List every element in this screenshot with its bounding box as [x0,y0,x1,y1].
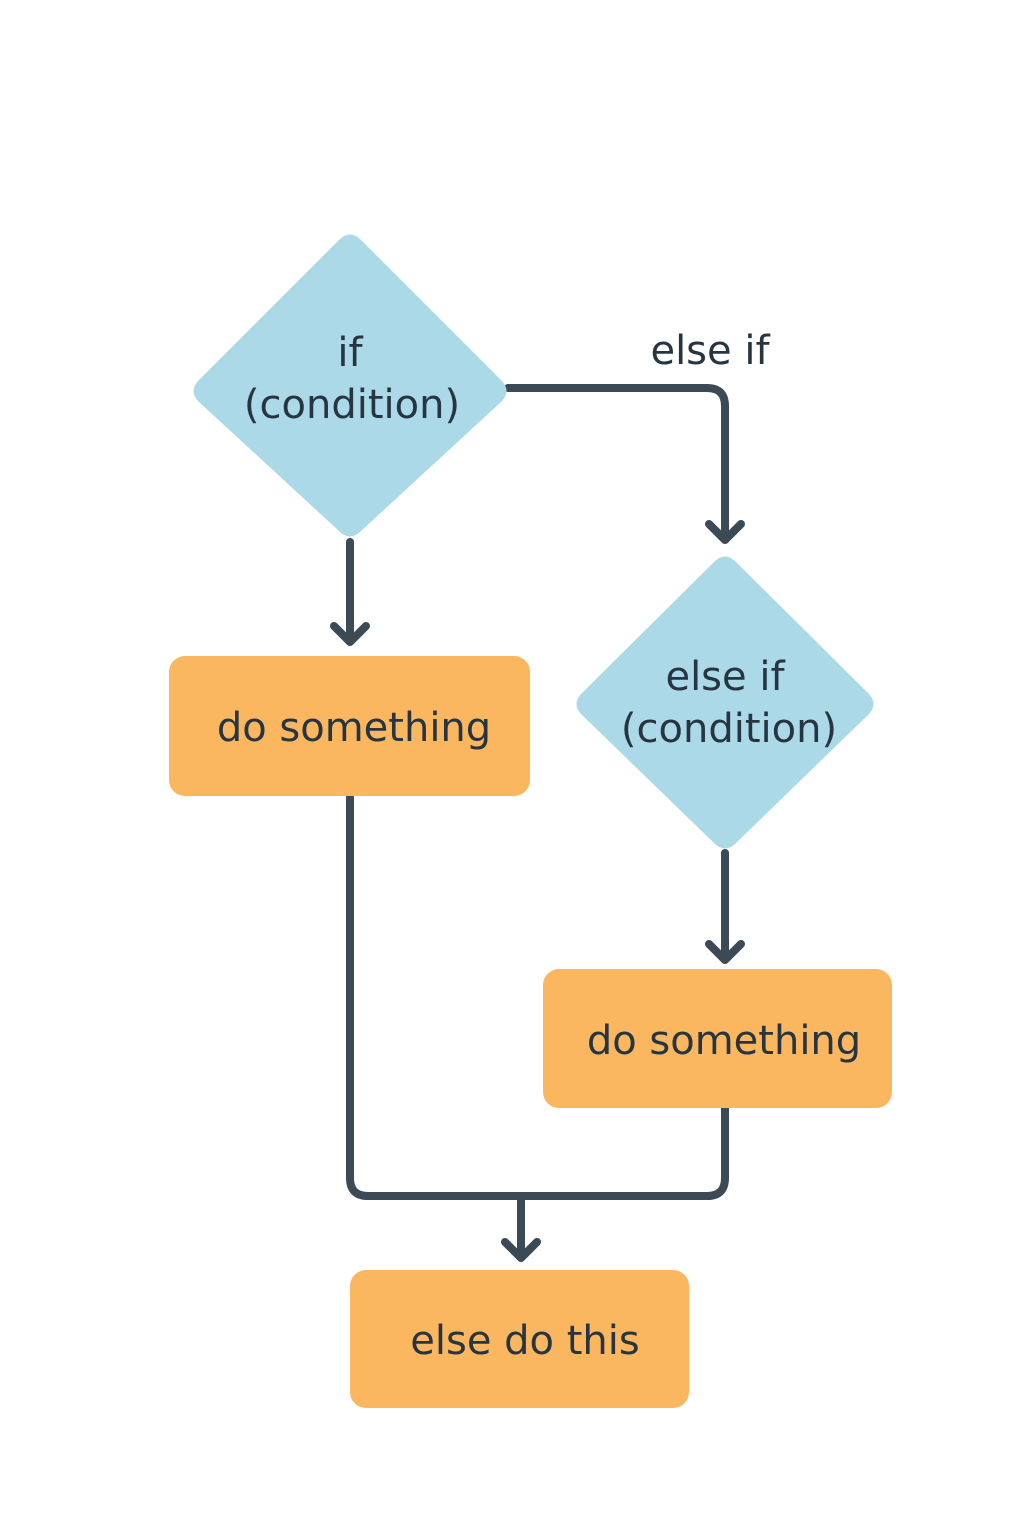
decision-if-shape [193,234,507,537]
decision-else-if-line2: (condition) [621,706,837,752]
decision-else-if: else if (condition) [576,556,874,849]
action-2-label: do something [587,1018,861,1064]
arrowhead-action-2 [705,940,745,964]
action-else-do-this: else do this [350,1270,689,1408]
connectors [330,384,745,1262]
action-do-something-2: do something [543,969,892,1108]
edge-label-else-if: else if [650,328,770,374]
arrowhead-else-if [705,520,745,544]
decision-if-line2: (condition) [244,382,460,428]
arrowhead-else-do-this [501,1238,541,1262]
decision-else-if-shape [576,556,874,849]
action-1-box [169,656,530,796]
decision-else-if-line1: else if [665,654,785,700]
else-do-this-label: else do this [410,1318,639,1364]
arrowhead-action-1 [330,622,370,646]
action-do-something-1: do something [169,656,530,796]
connector-if-to-else-if [504,384,729,542]
decision-if: if (condition) [193,234,507,537]
decision-if-line1: if [337,330,363,376]
else-do-this-box [350,1270,689,1408]
action-2-box [543,969,892,1108]
action-1-label: do something [217,705,491,751]
connector-merge [346,793,729,1200]
